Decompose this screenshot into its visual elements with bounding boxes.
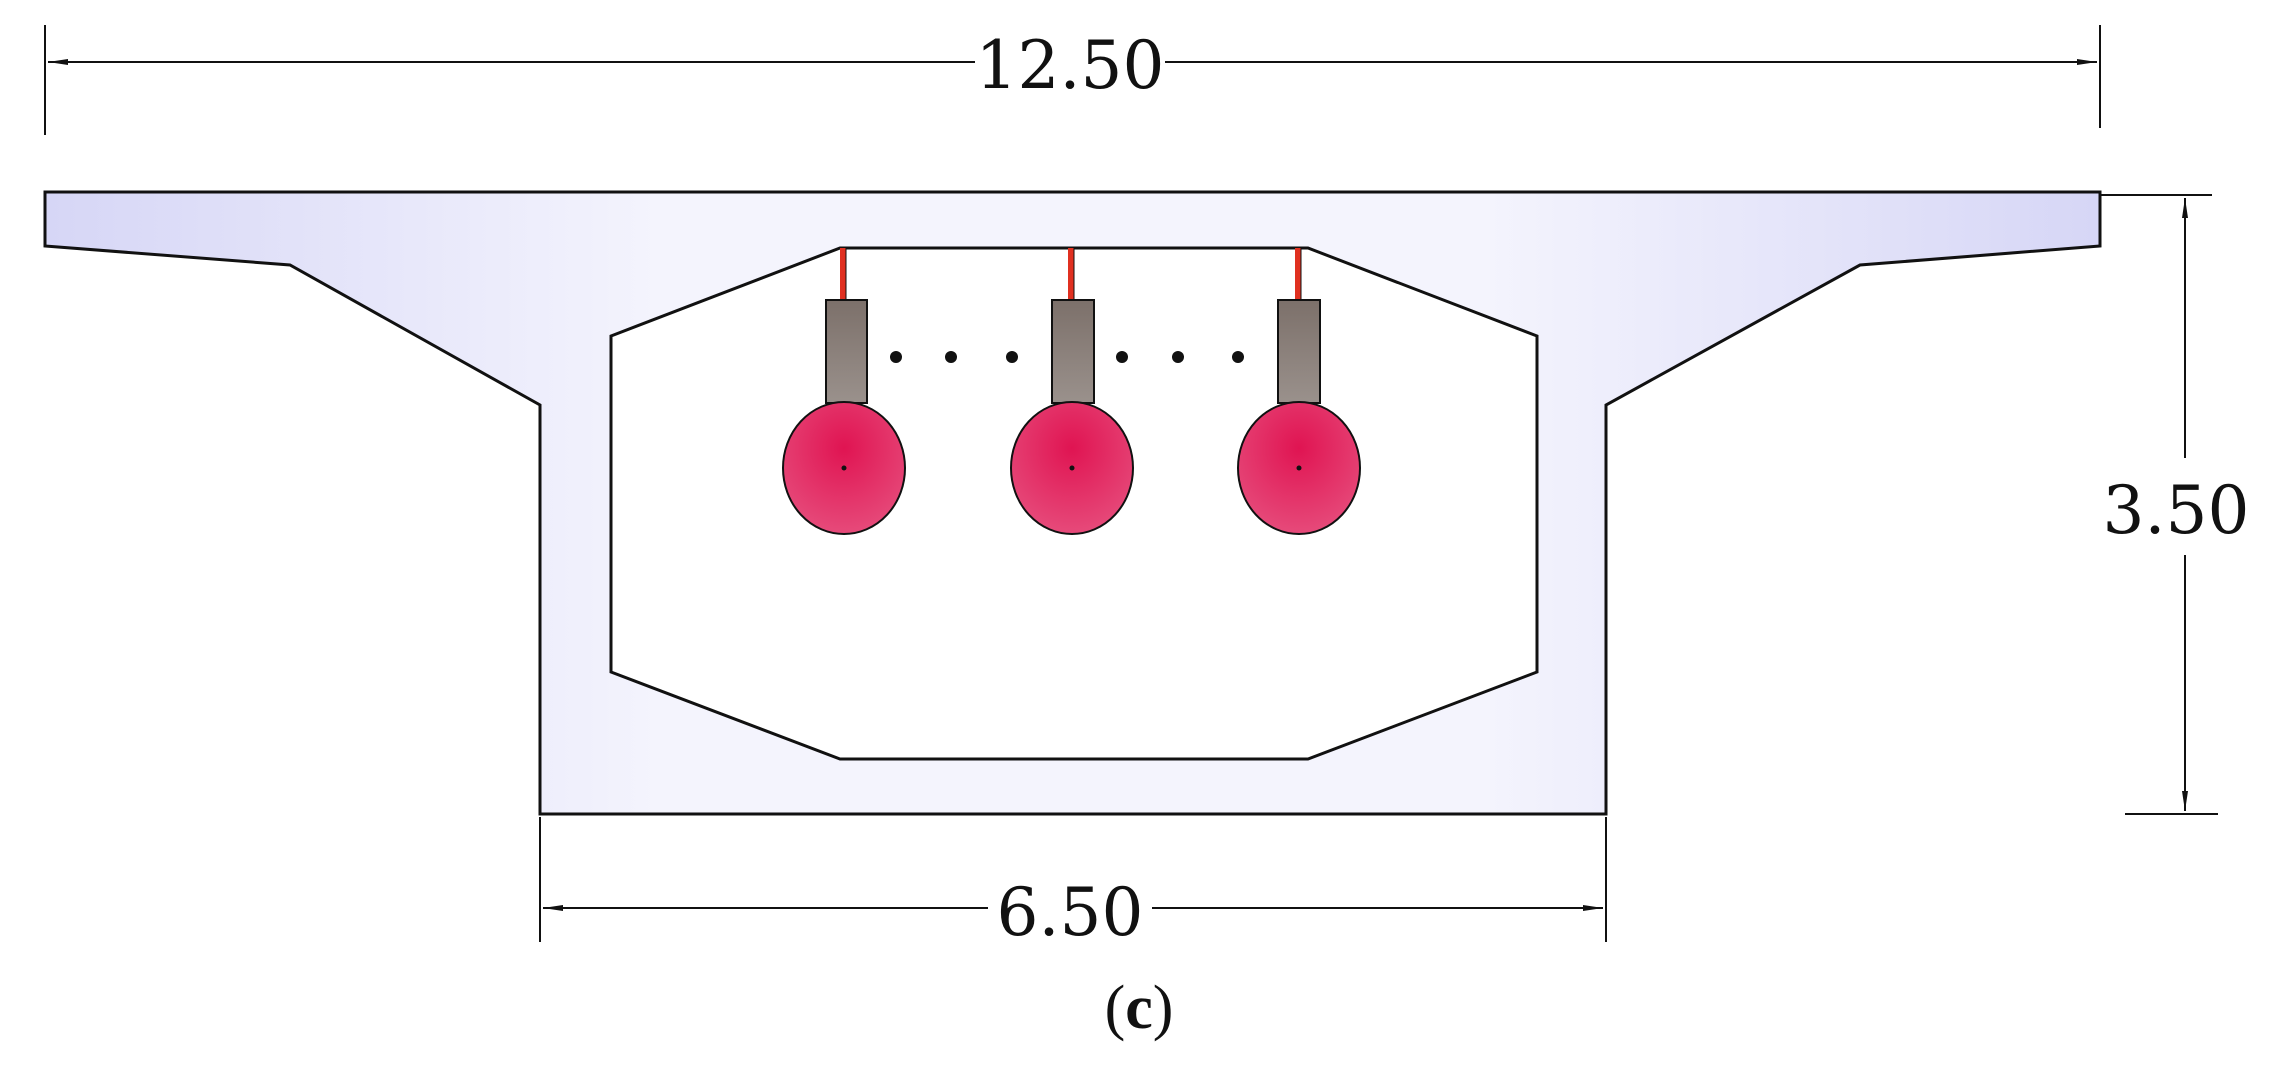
ellipsis-dot	[1006, 351, 1018, 363]
hanging-mass-1	[782, 248, 906, 535]
ellipsis-dot	[1232, 351, 1244, 363]
ellipsis-dot	[890, 351, 902, 363]
girder-section	[43, 190, 2102, 816]
ellipsis-dots-right	[1116, 351, 1244, 363]
hanging-mass-2	[1010, 248, 1134, 535]
mass-center-point	[841, 465, 847, 471]
ellipsis-dot	[1172, 351, 1184, 363]
figure-caption: (c)	[1105, 974, 1174, 1042]
mass-center-point	[1069, 465, 1075, 471]
top-width-dimension: 12.50	[44, 25, 2101, 135]
rod	[825, 299, 868, 404]
rod	[1277, 299, 1321, 404]
mass-center-point	[1296, 465, 1302, 471]
hanging-mass-3	[1237, 248, 1361, 535]
height-dimension: 3.50	[2100, 194, 2250, 815]
caption-letter: c	[1125, 974, 1153, 1042]
caption-open-paren: (	[1105, 974, 1126, 1042]
height-label: 3.50	[2103, 472, 2250, 549]
caption-close-paren: )	[1153, 974, 1174, 1042]
top-width-label: 12.50	[976, 27, 1165, 104]
bottom-width-label: 6.50	[997, 874, 1144, 951]
ellipsis-dot	[945, 351, 957, 363]
rod	[1051, 299, 1095, 404]
ellipsis-dots-left	[890, 351, 1018, 363]
bottom-width-dimension: 6.50	[539, 817, 1607, 951]
ellipsis-dot	[1116, 351, 1128, 363]
